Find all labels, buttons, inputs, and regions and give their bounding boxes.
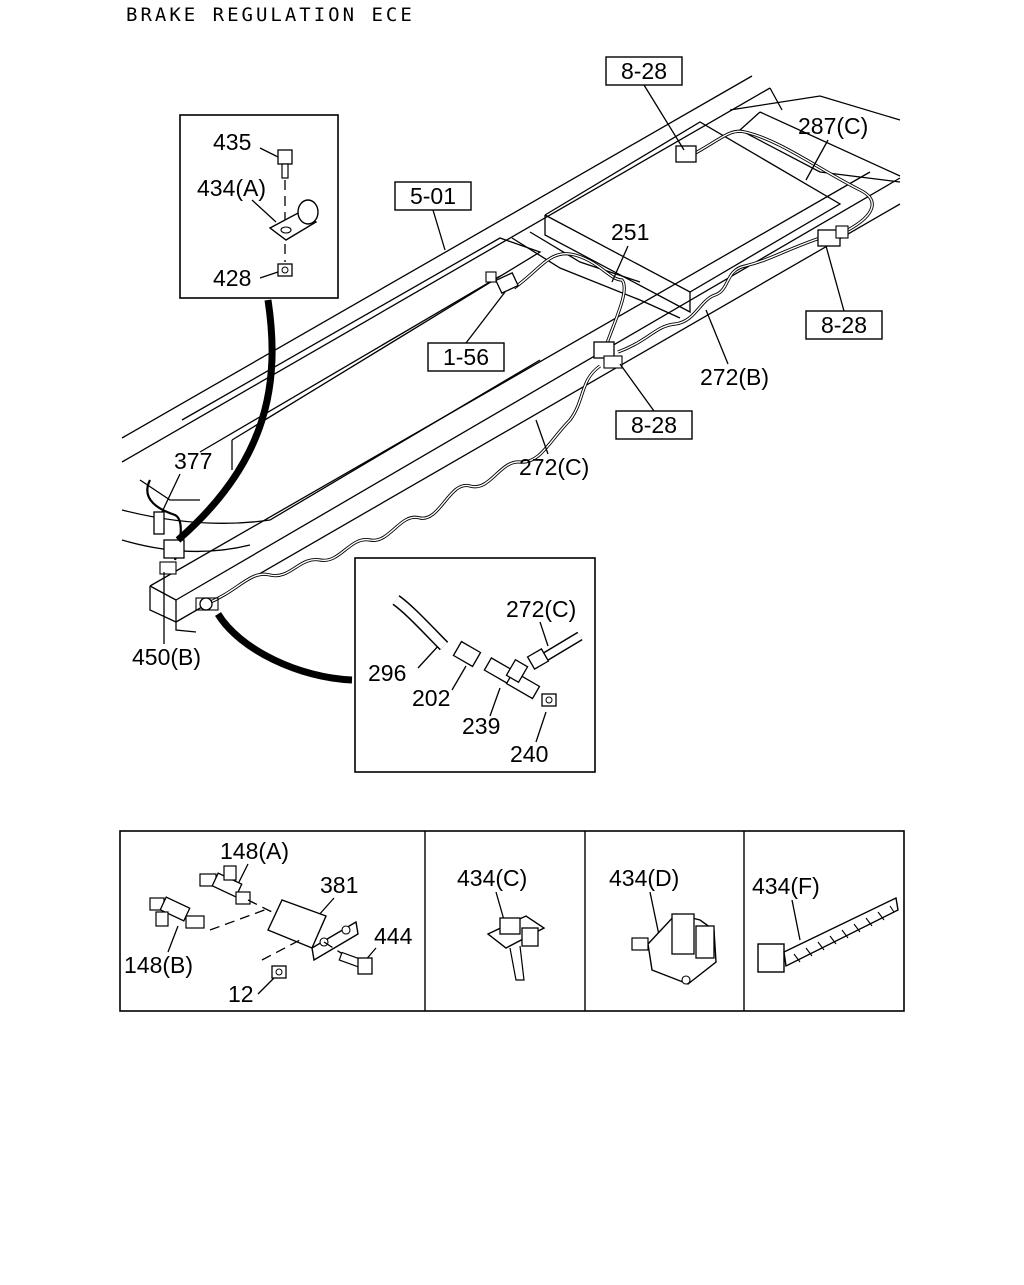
label-148a: 148(A)	[220, 838, 289, 864]
label-251: 251	[611, 219, 649, 245]
bracket-381-icon	[267, 899, 359, 962]
label-450b: 450(B)	[132, 644, 201, 670]
panel-valve-bracket: 148(A) 381 444 148(B) 12	[124, 838, 413, 1007]
inset-clip-assembly: 435 434(A) 428	[179, 114, 339, 299]
inset-b-pointer	[215, 612, 353, 684]
connector-450b	[195, 597, 219, 611]
label-434a: 434(A)	[197, 175, 266, 201]
brake-pipe-272b	[617, 236, 821, 354]
inset-pipe-joint: 272(C) 296 202 239 240	[354, 557, 596, 773]
label-377: 377	[174, 448, 212, 474]
label-428: 428	[213, 265, 251, 291]
label-435: 435	[213, 129, 251, 155]
chassis-frame-drawing	[121, 75, 901, 633]
label-202: 202	[412, 685, 450, 711]
label-296: 296	[368, 660, 406, 686]
valve-block-center	[593, 341, 623, 369]
reference-1-56: 1-56	[443, 344, 489, 370]
reference-8-28-center: 8-28	[631, 412, 677, 438]
label-434d: 434(D)	[609, 865, 679, 891]
inset-a-pointer	[175, 299, 276, 543]
sleeve-202-icon	[452, 640, 482, 668]
valve-block-1-56	[485, 271, 519, 295]
reference-box-8-28-center: 8-28	[615, 410, 693, 440]
bottom-parts-panel: 148(A) 381 444 148(B) 12	[119, 830, 905, 1012]
panel-clip-434d: 434(D)	[609, 865, 717, 985]
reference-5-01: 5-01	[410, 183, 456, 209]
panel-cable-tie-434f: 434(F)	[752, 873, 899, 973]
reference-8-28-top: 8-28	[621, 58, 667, 84]
reference-8-28-right: 8-28	[821, 312, 867, 338]
label-272c-inset: 272(C)	[506, 596, 576, 622]
bolt-444-icon	[338, 951, 373, 975]
valve-block-right	[817, 225, 849, 247]
valve-block-top	[675, 145, 697, 163]
label-434c: 434(C)	[457, 865, 527, 891]
label-287c: 287(C)	[798, 113, 868, 139]
bolt-435-icon	[277, 149, 293, 179]
reference-box-5-01: 5-01	[394, 181, 472, 211]
brake-pipe-251	[513, 252, 626, 347]
label-444: 444	[374, 923, 413, 949]
label-12: 12	[228, 981, 254, 1007]
flare-nut-icon	[526, 648, 550, 670]
label-272b: 272(B)	[700, 364, 769, 390]
clip-434c-icon	[486, 915, 546, 981]
label-272c: 272(C)	[519, 454, 589, 480]
nut-12-icon	[271, 965, 287, 979]
nut-428-icon	[277, 263, 293, 277]
tee-148a-icon	[199, 865, 251, 905]
brake-pipe-272c	[205, 364, 601, 606]
panel-clip-434c: 434(C)	[457, 865, 546, 981]
label-240: 240	[510, 741, 548, 767]
label-434f: 434(F)	[752, 873, 820, 899]
label-239: 239	[462, 713, 500, 739]
cable-tie-434f-icon	[757, 896, 899, 973]
tee-148b-icon	[149, 896, 205, 929]
label-148b: 148(B)	[124, 952, 193, 978]
reference-box-8-28-right: 8-28	[805, 310, 883, 340]
page-title: BRAKE REGULATION ECE	[126, 4, 415, 26]
reference-box-8-28-top: 8-28	[605, 56, 683, 86]
label-381: 381	[320, 872, 358, 898]
tee-joint-239-icon	[483, 657, 541, 700]
clip-434d-icon	[631, 913, 717, 985]
brake-pipe-287c	[689, 129, 874, 232]
bracket-377	[153, 511, 185, 575]
clip-434a-icon	[268, 199, 319, 241]
reference-box-1-56: 1-56	[427, 342, 505, 372]
nut-240-icon	[541, 693, 557, 707]
